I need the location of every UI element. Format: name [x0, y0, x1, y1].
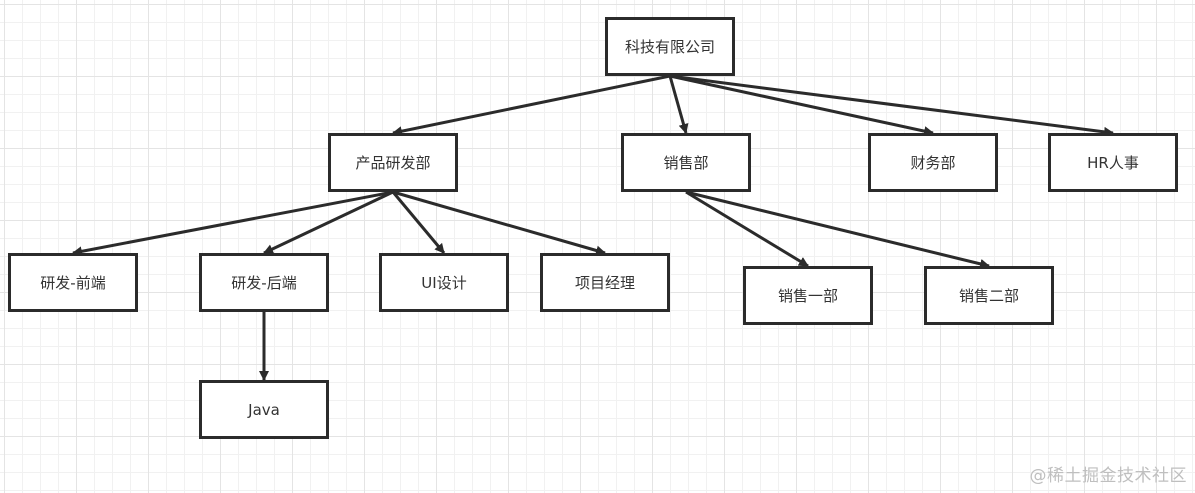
node-company[interactable]: 科技有限公司 [605, 17, 735, 76]
node-label: 科技有限公司 [624, 38, 715, 56]
node-label: 产品研发部 [355, 154, 431, 172]
node-sales-2[interactable]: 销售二部 [924, 266, 1054, 325]
edge-company-to-sales [668, 75, 689, 134]
edge-sales-to-sales1 [685, 190, 809, 268]
edge-rnd-to-pm [392, 190, 606, 256]
edge-rnd-to-frontend [72, 190, 394, 257]
node-label: 销售部 [663, 154, 709, 172]
node-hr[interactable]: HR人事 [1048, 133, 1178, 192]
node-label: 研发-后端 [231, 274, 297, 292]
node-backend[interactable]: 研发-后端 [199, 253, 329, 312]
watermark: @稀土掘金技术社区 [1029, 466, 1187, 486]
node-label: 销售二部 [958, 287, 1019, 305]
edge-company-to-rnd [392, 74, 671, 137]
node-frontend[interactable]: 研发-前端 [8, 253, 138, 312]
node-label: HR人事 [1087, 154, 1139, 172]
node-product-rnd[interactable]: 产品研发部 [328, 133, 458, 192]
node-ui-design[interactable]: UI设计 [379, 253, 509, 312]
edge-rnd-to-backend [263, 190, 394, 255]
edge-company-to-hr [669, 74, 1114, 137]
node-label: 研发-前端 [40, 274, 106, 292]
node-project-manager[interactable]: 项目经理 [540, 253, 670, 312]
edge-company-to-finance [669, 74, 934, 136]
node-sales[interactable]: 销售部 [621, 133, 751, 192]
node-finance[interactable]: 财务部 [868, 133, 998, 192]
node-java[interactable]: Java [199, 380, 329, 439]
node-label: Java [248, 400, 280, 419]
node-label: 财务部 [910, 154, 956, 172]
edge-sales-to-sales2 [685, 190, 990, 269]
node-label: 销售一部 [777, 287, 838, 305]
node-label: 项目经理 [574, 274, 635, 292]
node-label: UI设计 [421, 274, 467, 292]
node-sales-1[interactable]: 销售一部 [743, 266, 873, 325]
edge-rnd-to-ui [391, 191, 446, 254]
